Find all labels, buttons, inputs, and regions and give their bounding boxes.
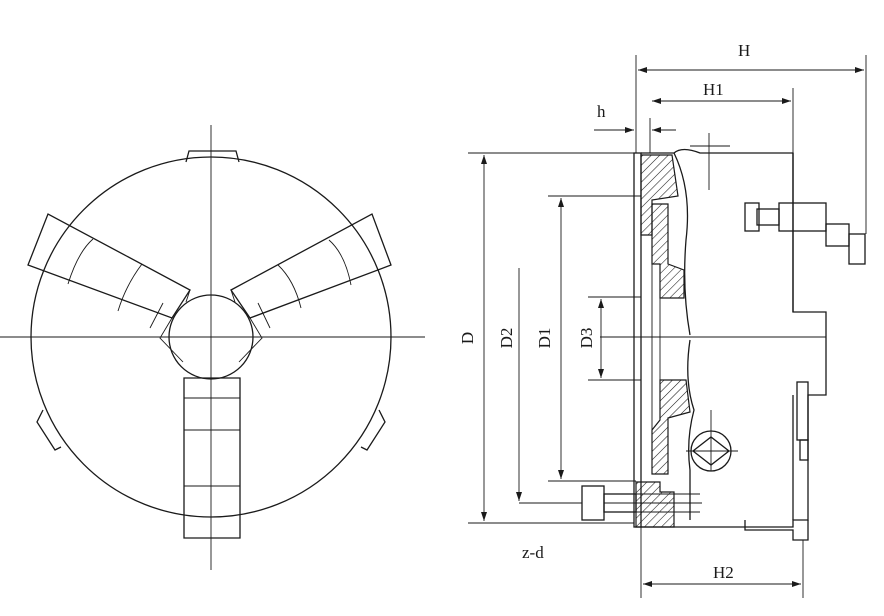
central-hub [168, 294, 254, 380]
slot-top-left [185, 289, 191, 303]
label-D1: D1 [535, 328, 554, 349]
jaw-upper-left [27, 213, 191, 329]
side-view: H H1 h z-d H2 D D2 D1 D3 [458, 41, 867, 598]
label-zd: z-d [522, 543, 544, 562]
jaw-bottom [183, 377, 241, 539]
side-body-outline [641, 148, 827, 528]
left-lug [36, 409, 62, 451]
slot-left [159, 317, 184, 363]
chuck-body-circle [30, 156, 392, 518]
right-lug [360, 409, 386, 451]
hatched-section-lower [651, 379, 691, 475]
label-D3: D3 [577, 328, 596, 349]
key-socket [686, 410, 738, 472]
base-step [744, 520, 809, 541]
label-D: D [458, 332, 477, 344]
hatched-section-bottom [635, 481, 675, 528]
lower-key-block [796, 381, 809, 461]
label-H1: H1 [703, 80, 724, 99]
slot-right [238, 317, 263, 363]
adjust-screw-top [744, 202, 866, 265]
inner-curve-upper [673, 152, 691, 336]
inner-curve-lower [687, 339, 695, 520]
label-D2: D2 [497, 328, 516, 349]
hatched-section-top [640, 154, 679, 236]
label-h: h [597, 102, 606, 121]
top-lug [185, 150, 240, 163]
slot-top-right [230, 289, 236, 303]
hatched-section-mid [651, 203, 685, 299]
label-H2: H2 [713, 563, 734, 582]
front-view [0, 125, 425, 570]
label-H: H [738, 41, 750, 60]
jaw-upper-right [230, 213, 392, 329]
face-plate [633, 152, 642, 528]
